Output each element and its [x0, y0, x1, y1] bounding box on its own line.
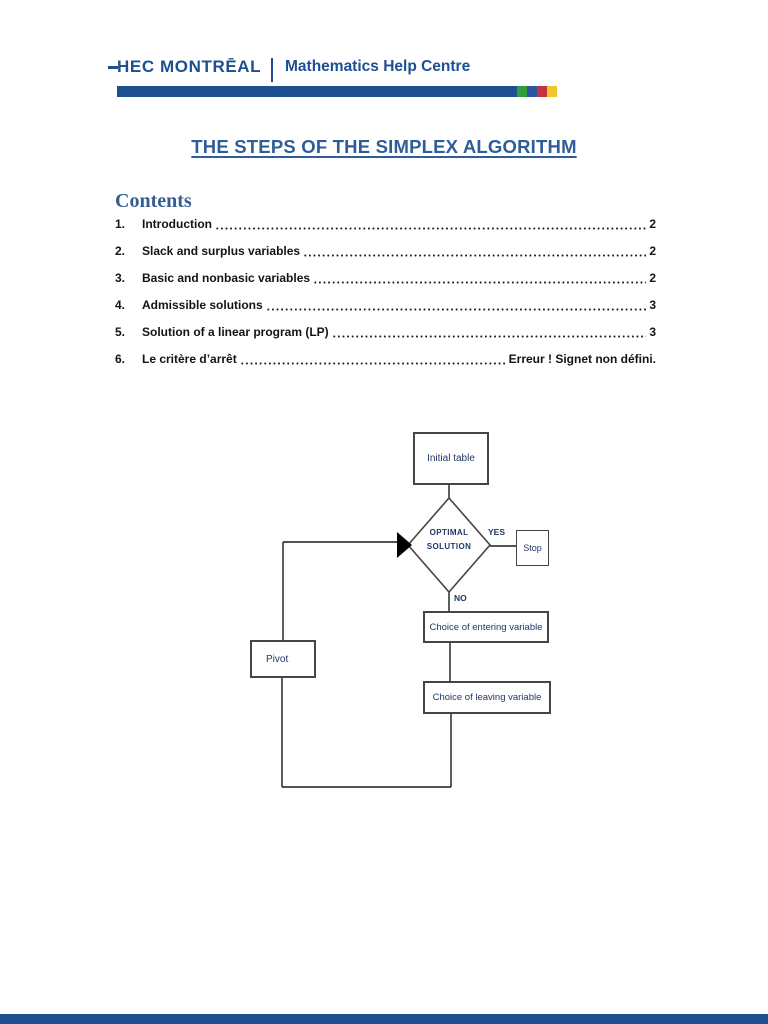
header-rule-bar — [117, 86, 517, 97]
toc-label: Solution of a linear program (LP) — [142, 325, 329, 339]
yes-branch-label: YES — [488, 527, 506, 537]
site-title: Mathematics Help Centre — [285, 58, 471, 75]
toc-page-number: 2 — [649, 271, 656, 285]
hec-montreal-logo: HEC MONTRĒAL — [108, 57, 262, 77]
page-title: THE STEPS OF THE SIMPLEX ALGORITHM — [0, 136, 768, 158]
toc-label: Admissible solutions — [142, 298, 263, 312]
header-separator — [271, 58, 273, 82]
logo-crossbar — [108, 66, 118, 69]
accent-square-green — [517, 86, 527, 97]
toc-dot-leader — [313, 272, 647, 285]
accent-square-red — [537, 86, 547, 97]
toc-number: 4. — [115, 298, 126, 312]
toc-number: 6. — [115, 352, 126, 366]
toc-entry-basic-nonbasic[interactable]: 3. Basic and nonbasic variables 2 — [115, 270, 656, 285]
decision-diamond — [406, 496, 492, 594]
decision-line2: SOLUTION — [426, 542, 472, 551]
flowchart-node-initial-table: Initial table — [413, 432, 489, 485]
flowchart-node-entering-variable: Choice of entering variable — [423, 611, 549, 643]
toc-entry-introduction[interactable]: 1. Introduction 2 — [115, 216, 656, 231]
flowchart-node-decision-label: OPTIMAL SOLUTION — [404, 526, 494, 554]
toc-number: 2. — [115, 244, 126, 258]
toc-dot-leader — [214, 218, 647, 231]
leaving-variable-label: Choice of leaving variable — [432, 692, 542, 703]
toc-dot-leader — [331, 326, 647, 339]
toc-entry-solution-lp[interactable]: 5. Solution of a linear program (LP) 3 — [115, 324, 656, 339]
decision-line1: OPTIMAL — [429, 528, 469, 537]
toc-page-number: 3 — [649, 325, 656, 339]
toc-entry-slack-surplus[interactable]: 2. Slack and surplus variables 2 — [115, 243, 656, 258]
stop-label: Stop — [523, 543, 542, 553]
footer-rule-bar — [0, 1014, 768, 1024]
flowchart-node-stop: Stop — [516, 530, 549, 566]
feedback-arrowhead-icon — [397, 532, 412, 558]
toc-label: Le critère d’arrêt — [142, 352, 237, 366]
table-of-contents: 1. Introduction 2 2. Slack and surplus v… — [115, 216, 656, 378]
toc-number: 1. — [115, 217, 126, 231]
toc-label: Basic and nonbasic variables — [142, 271, 311, 285]
toc-page-number: 2 — [649, 244, 656, 258]
toc-label: Slack and surplus variables — [142, 244, 301, 258]
toc-page-number: Erreur ! Signet non défini. — [508, 352, 656, 366]
toc-dot-leader — [239, 353, 506, 366]
flowchart-node-leaving-variable: Choice of leaving variable — [423, 681, 551, 714]
no-branch-label: NO — [454, 593, 467, 603]
toc-number: 3. — [115, 271, 126, 285]
entering-variable-label: Choice of entering variable — [429, 621, 543, 633]
accent-square-blue — [527, 86, 537, 97]
logo-text: HEC MONTRĒAL — [117, 57, 262, 76]
toc-entry-critere-arret[interactable]: 6. Le critère d’arrêt Erreur ! Signet no… — [115, 351, 656, 366]
toc-page-number: 2 — [649, 217, 656, 231]
toc-page-number: 3 — [649, 298, 656, 312]
toc-label: Introduction — [142, 217, 212, 231]
initial-table-label: Initial table — [427, 453, 475, 464]
accent-square-yellow — [547, 86, 557, 97]
toc-entry-admissible[interactable]: 4. Admissible solutions 3 — [115, 297, 656, 312]
page-title-text: THE STEPS OF THE SIMPLEX ALGORITHM — [191, 136, 577, 157]
toc-dot-leader — [265, 299, 647, 312]
toc-dot-leader — [303, 245, 647, 258]
contents-heading: Contents — [115, 190, 192, 212]
pivot-label: Pivot — [266, 653, 289, 665]
toc-number: 5. — [115, 325, 126, 339]
flowchart-node-pivot: Pivot — [250, 640, 316, 678]
